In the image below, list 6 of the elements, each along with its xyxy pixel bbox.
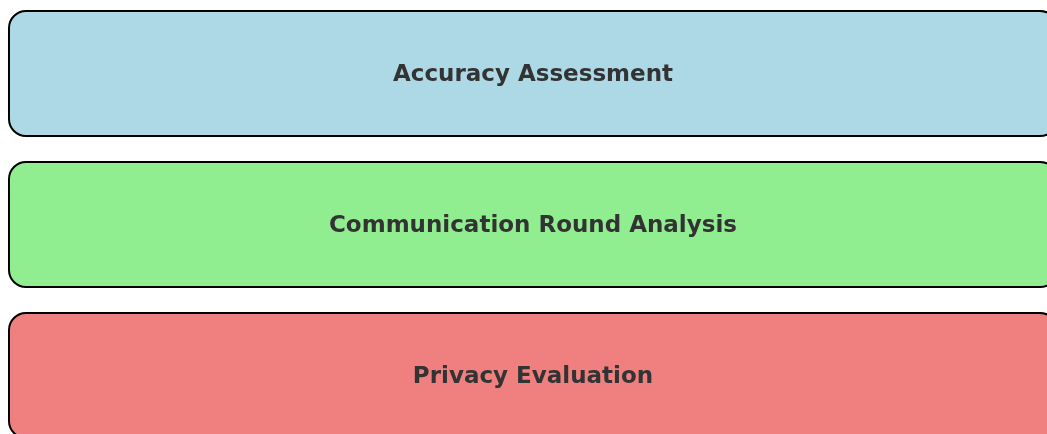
process-box [8, 312, 1047, 434]
box-label: Accuracy Assessment [392, 59, 673, 89]
process-box [8, 10, 1047, 137]
process-box [8, 161, 1047, 288]
box-label: Communication Round Analysis [329, 210, 737, 240]
box-label: Privacy Evaluation [412, 361, 654, 391]
